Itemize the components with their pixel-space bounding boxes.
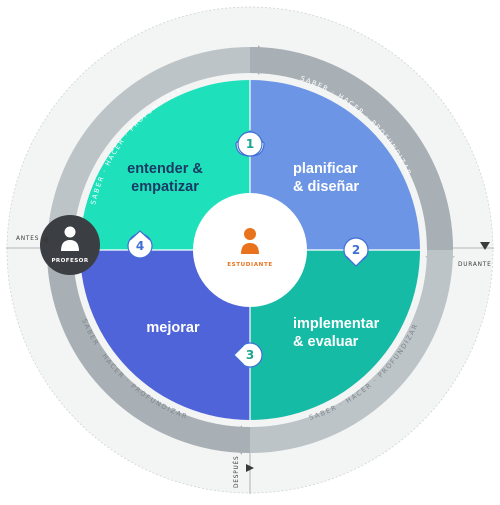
phase-label-durante: DURANTE (458, 262, 492, 268)
quadrant-mejorar (80, 250, 250, 420)
quadrant-implementar-evaluar (250, 250, 420, 420)
label-planificar-line1: planificar (293, 161, 358, 177)
label-mejorar: mejorar (146, 320, 200, 336)
step-badge-1[interactable]: 1 (235, 130, 265, 157)
label-entender-line2: empatizar (131, 179, 199, 195)
ring-arrow-top (258, 45, 272, 75)
phase-marker-durante (480, 242, 490, 250)
teacher-icon (61, 226, 79, 251)
label-implementar-line1: implementar (293, 316, 380, 332)
ring-arrow-right (425, 256, 455, 270)
ring-arrow-bottom (228, 425, 242, 455)
center-label-estudiante: ESTUDIANTE (227, 262, 273, 268)
student-icon (241, 228, 259, 254)
step-number-3: 3 (246, 348, 254, 362)
phase-marker-antes (42, 236, 48, 244)
step-badge-3[interactable]: 3 (233, 342, 263, 368)
ring-segment-bottom (47, 249, 251, 453)
step-number-4: 4 (136, 239, 144, 253)
quadrant-planificar-disenar (250, 80, 420, 250)
label-planificar-line2: & diseñar (293, 179, 359, 195)
phase-label-antes: ANTES (16, 236, 39, 242)
step-badge-4[interactable]: 4 (127, 230, 153, 259)
phase-label-despues: DESPUÉS (232, 456, 240, 489)
quadrant-entender-empatizar (80, 80, 250, 250)
teacher-label-profesor: PROFESOR (51, 258, 88, 264)
step-number-1: 1 (246, 137, 254, 151)
ring-segment-top (249, 47, 453, 251)
phase-marker-despues (246, 464, 254, 472)
label-entender-line1: entender & (127, 161, 203, 177)
step-badge-2[interactable]: 2 (343, 237, 369, 267)
label-implementar-line2: & evaluar (293, 334, 359, 350)
step-number-2: 2 (352, 243, 360, 257)
